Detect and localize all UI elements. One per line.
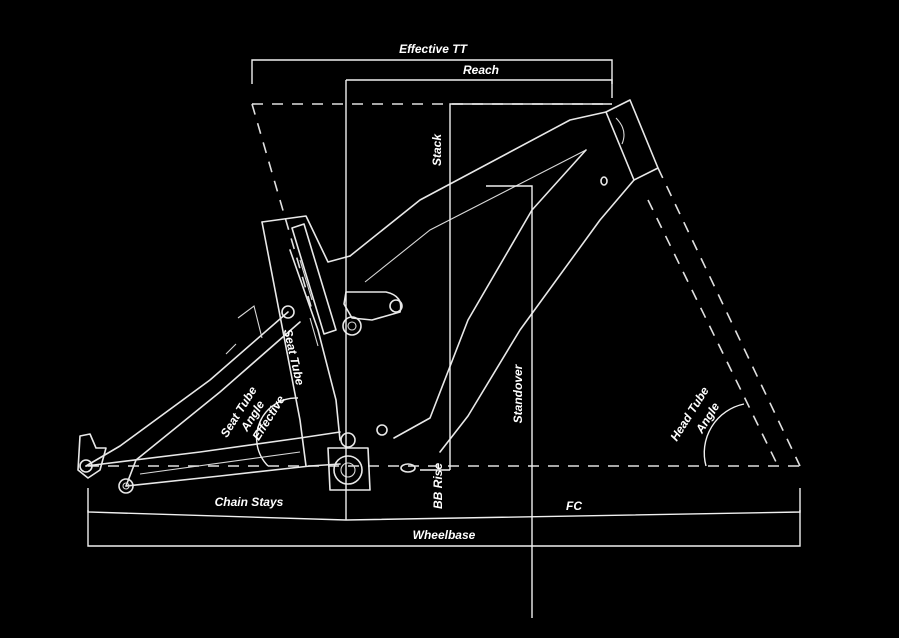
rocker-pivot-main-inner [347,321,357,331]
fc-label: FC [566,499,582,513]
bottom-bracket-inner [340,462,356,478]
seat-tube-lower [289,249,341,441]
standover-label: Standover [511,363,525,423]
rocker-pivot-main [342,316,362,336]
effective-tt-label: Effective TT [399,42,468,56]
effective-tt-bracket [251,59,613,84]
rocker-pivot-front [389,299,403,313]
head-tube-detail [615,117,625,145]
seat-stay-pivot [281,305,295,319]
seat-tube-extension-line [251,103,313,311]
chain-stay-inner [139,451,301,475]
standover-line [486,185,533,618]
frame-port-lower [400,463,416,473]
rear-pivot [118,478,134,494]
rear-axle [79,459,93,473]
stack-bracket [449,103,612,470]
rear-dropout [77,433,107,479]
seat-stay-upper [85,311,289,467]
labels: Effective TT Reach Stack Standover Seat … [215,42,723,542]
frame-port-upper [600,176,608,186]
down-tube [439,179,635,453]
rear-pivot-inner [122,482,130,490]
wheelbase-bracket [87,510,801,547]
head-tube-axis-line-inner [647,199,779,467]
seat-stay-brace [225,305,263,355]
top-tube-inner [364,149,587,283]
top-tube [349,111,607,257]
seat-tube-angle-arc [255,397,299,467]
head-tube-angle-arc [703,403,745,467]
stack-label: Stack [430,133,444,166]
head-tube [605,99,659,181]
reach-label: Reach [463,63,499,77]
frame-drawing [77,99,659,494]
chain-stay-lower [125,463,341,487]
head-tube-axis-line-outer [657,167,801,467]
bottom-bracket [333,455,363,485]
chain-stay-upper [85,431,341,467]
bb-rise-label: BB Rise [431,463,445,509]
wheelbase-label: Wheelbase [413,528,476,542]
bottom-bracket-shell [327,447,371,491]
seat-tube-rear [261,221,307,467]
reach-bracket [346,79,613,98]
chain-stays-fc-line [87,488,801,521]
rocker-link [343,291,402,321]
measurement-lines [87,59,801,618]
chain-stays-label: Chain Stays [215,495,284,509]
lower-link-pivot [340,432,356,448]
seat-stay-lower [125,321,301,487]
down-tube-inner [393,149,587,439]
seat-tube-label: Seat Tube [281,328,308,387]
shock-shaft [299,259,319,347]
shock-body [291,223,337,335]
bb-small-bolt [376,424,388,436]
seat-tube [261,215,351,263]
